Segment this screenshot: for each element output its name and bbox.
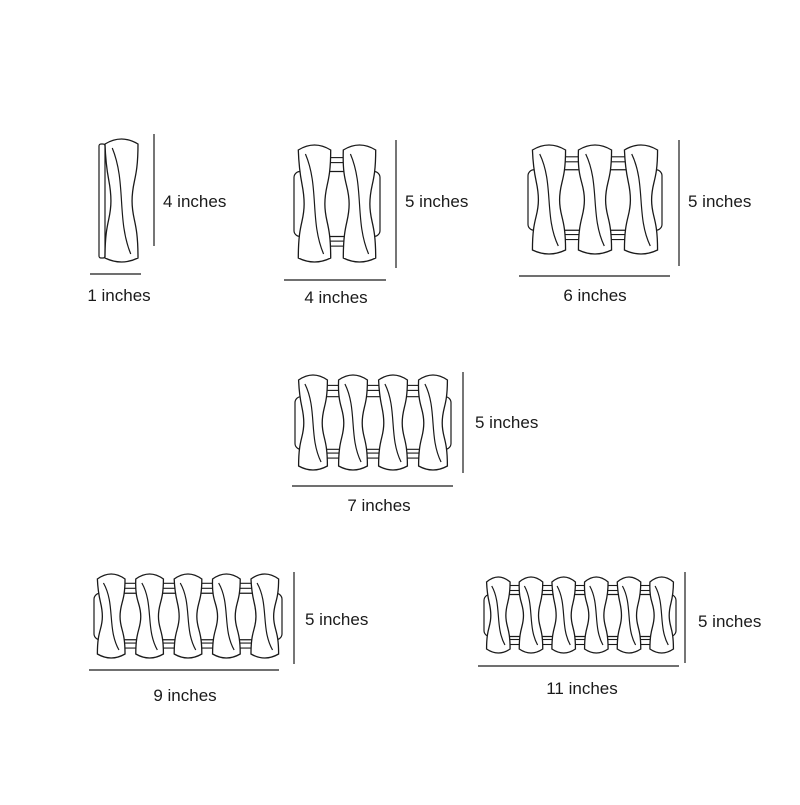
backplate-1-light	[98, 143, 106, 259]
fixture-2-light	[284, 140, 397, 281]
shade-contour-1-6-light	[491, 585, 506, 646]
height-label-6-light: 5 inches	[698, 612, 762, 631]
shade-contour-5-6-light	[621, 585, 637, 646]
shade-contour-1-5-light	[102, 582, 120, 651]
shade-contour-3-6-light	[556, 585, 571, 646]
shade-contour-1-1-light	[111, 147, 132, 255]
height-label-3-light: 5 inches	[688, 192, 752, 211]
width-label-6-light: 11 inches	[546, 679, 618, 698]
shade-contour-2-4-light	[344, 383, 362, 463]
height-label-2-light: 5 inches	[405, 192, 469, 211]
width-label-5-light: 9 inches	[153, 686, 217, 705]
shade-contour-2-2-light	[349, 153, 370, 255]
width-label-1-light: 1 inches	[87, 286, 151, 305]
shade-contour-4-4-light	[424, 383, 442, 463]
shade-contour-1-4-light	[304, 383, 322, 463]
bottom-bar-6-light	[489, 638, 671, 646]
width-label-2-light: 4 inches	[304, 288, 368, 307]
top-bar-6-light	[489, 584, 671, 592]
shade-contour-5-5-light	[256, 582, 274, 651]
fixture-3-light	[519, 140, 680, 277]
backplate-4-light	[294, 396, 452, 450]
backplate-6-light	[483, 593, 677, 638]
width-label-3-light: 6 inches	[563, 286, 627, 305]
fixture-6-light	[478, 572, 686, 667]
backplate-2-light	[293, 170, 381, 238]
height-label-5-light: 5 inches	[305, 610, 369, 629]
shade-contour-2-6-light	[523, 585, 539, 646]
shade-contour-1-3-light	[539, 153, 559, 247]
shade-contour-3-3-light	[631, 153, 651, 247]
fixture-4-light	[292, 372, 464, 487]
shade-contour-4-5-light	[218, 582, 235, 651]
fixture-5-light	[89, 572, 295, 671]
shade-contour-3-5-light	[179, 582, 197, 651]
height-label-4-light: 5 inches	[475, 413, 539, 432]
shade-contour-4-6-light	[589, 585, 604, 646]
shade-contour-2-5-light	[141, 582, 158, 651]
shade-contour-6-6-light	[654, 585, 669, 646]
fixture-1-light	[90, 134, 155, 275]
height-label-1-light: 4 inches	[163, 192, 227, 211]
width-label-4-light: 7 inches	[347, 496, 411, 515]
shade-contour-3-4-light	[384, 383, 402, 463]
shade-contour-2-3-light	[585, 153, 605, 247]
shade-contour-1-2-light	[304, 153, 325, 255]
